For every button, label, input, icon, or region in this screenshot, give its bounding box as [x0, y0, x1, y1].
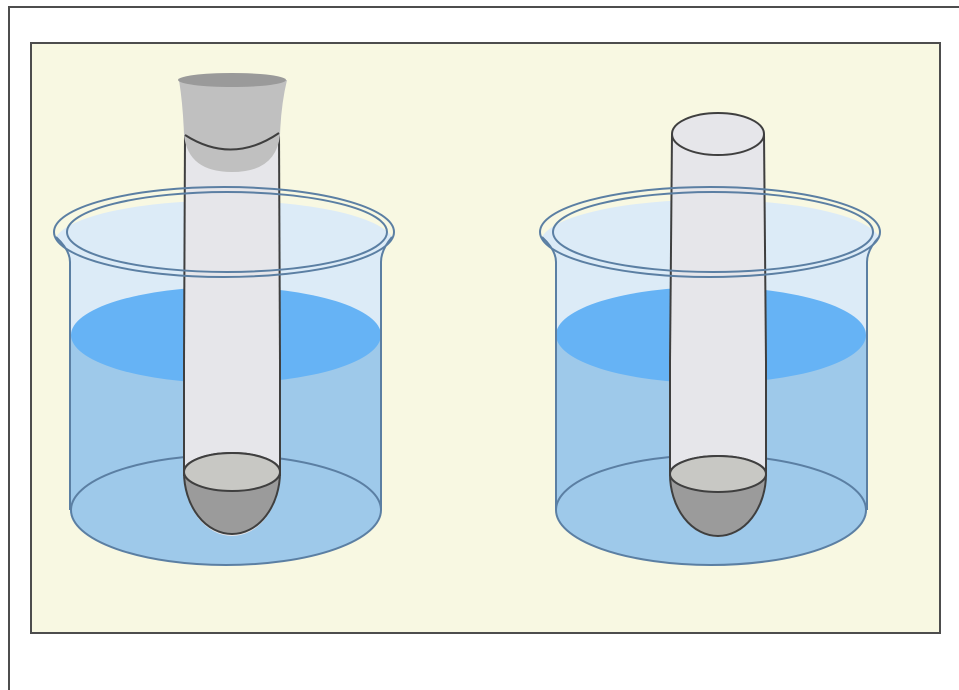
right-tube-upper	[670, 134, 766, 362]
right-tube-mouth	[671, 112, 765, 156]
right-beaker-rim-inner	[552, 191, 874, 273]
left-beaker-rim-inner	[66, 191, 388, 273]
outer-frame	[8, 6, 959, 690]
right-beaker-rim	[539, 186, 881, 278]
left-stopper	[179, 80, 287, 172]
left-stopper-top	[178, 73, 286, 87]
left-beaker-rim	[53, 186, 395, 278]
left-tube-upper	[184, 134, 280, 362]
left-setup	[53, 73, 395, 566]
right-substance-top	[669, 455, 767, 493]
left-substance-top	[183, 452, 281, 492]
right-setup	[539, 112, 881, 566]
